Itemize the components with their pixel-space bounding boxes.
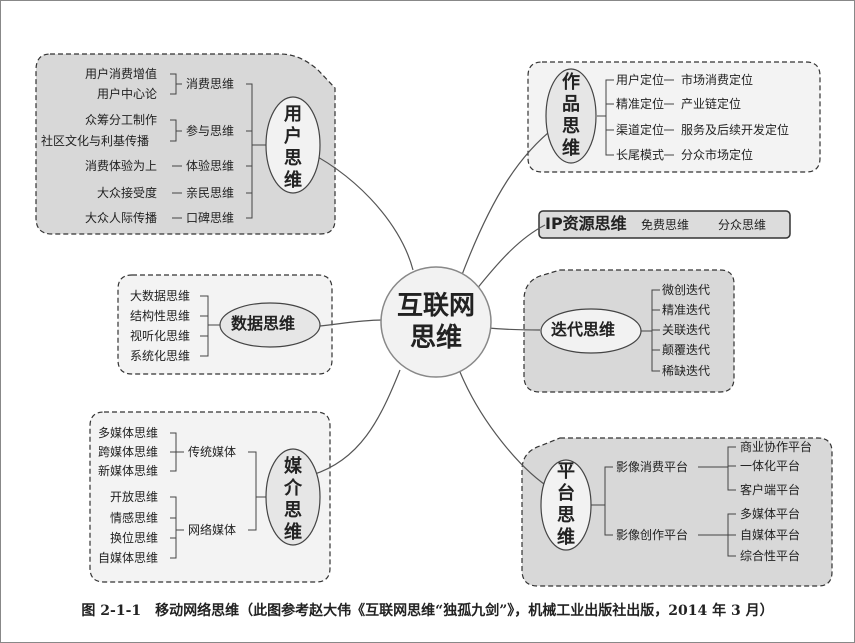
platform-consume-label: 影像消费平台: [616, 460, 689, 474]
user-participate-item-1: 众筹分工制作: [85, 113, 158, 127]
data-item-4: 系统化思维: [130, 349, 191, 363]
work-row-3-right: 服务及后续开发定位: [681, 123, 790, 137]
center-line1: 互联网: [396, 291, 475, 321]
user-thinking-title: 用户思维: [284, 104, 302, 191]
center-circle: [380, 266, 492, 378]
data-item-3: 视听化思维: [130, 329, 191, 343]
iteration-item-5: 稀缺迭代: [662, 364, 711, 378]
user-participate-label: 参与思维: [186, 124, 235, 138]
platform-create-item-3: 综合性平台: [740, 549, 801, 563]
user-affinity-label: 亲民思维: [186, 186, 235, 200]
user-wom-label: 口碑思维: [186, 211, 235, 225]
media-trad-item-1: 多媒体思维: [98, 426, 159, 440]
media-trad-item-2: 跨媒体思维: [98, 445, 159, 459]
ip-item-2: 分众思维: [718, 218, 767, 232]
platform-region: [521, 437, 833, 587]
user-consume-item-1: 用户消费增值: [85, 67, 158, 81]
work-thinking-title: 作品思维: [562, 72, 580, 159]
work-thinking-ellipse: [545, 68, 597, 164]
figure-caption: 图 2-1-1 移动网络思维（此图参考赵大伟《互联网思维“独孤九剑”》，机械工业…: [81, 603, 774, 619]
user-thinking-region: [35, 53, 336, 235]
media-net-item-2: 情感思维: [110, 511, 159, 525]
data-item-2: 结构性思维: [130, 309, 191, 323]
work-row-2-left: 精准定位: [616, 97, 665, 111]
iteration-item-1: 微创迭代: [662, 283, 711, 297]
iteration-title: 迭代思维: [551, 320, 616, 339]
user-experience-item: 消费体验为上: [85, 159, 158, 173]
media-net-item-3: 换位思维: [110, 531, 159, 545]
work-row-3-left: 渠道定位: [616, 123, 665, 137]
platform-create-label: 影像创作平台: [616, 528, 689, 542]
user-consume-label: 消费思维: [186, 77, 235, 91]
media-net-item-1: 开放思维: [110, 490, 159, 504]
media-net-item-4: 自媒体思维: [98, 551, 159, 565]
work-row-4-right: 分众市场定位: [681, 148, 754, 162]
platform-create-item-2: 自媒体平台: [740, 528, 801, 542]
user-affinity-item: 大众接受度: [97, 186, 158, 200]
platform-consume-item-2: 一体化平台: [740, 459, 801, 473]
media-trad-item-3: 新媒体思维: [98, 464, 159, 478]
platform-create-item-1: 多媒体平台: [740, 507, 801, 521]
platform-thinking-title: 平台思维: [557, 461, 575, 548]
user-experience-label: 体验思维: [186, 159, 235, 173]
work-row-1-left: 用户定位: [616, 73, 665, 87]
data-item-1: 大数据思维: [130, 289, 191, 303]
media-thinking-title: 媒介思维: [284, 456, 302, 543]
user-consume-item-2: 用户中心论: [97, 87, 158, 101]
media-net-label: 网络媒体: [188, 523, 237, 537]
iteration-item-3: 关联迭代: [662, 323, 711, 337]
media-trad-label: 传统媒体: [188, 445, 237, 459]
platform-consume-item-3: 客户端平台: [740, 483, 801, 497]
center-line2: 思维: [409, 323, 462, 353]
work-row-1-right: 市场消费定位: [681, 73, 754, 87]
user-wom-item: 大众人际传播: [85, 211, 158, 225]
work-row-2-right: 产业链定位: [681, 97, 742, 111]
media-thinking-region: [89, 411, 331, 583]
ip-thinking-title: IP资源思维: [545, 214, 627, 233]
user-participate-item-2: 社区文化与利基传播: [41, 134, 150, 148]
ip-item-1: 免费思维: [641, 218, 690, 232]
center-node: 互联网 思维: [381, 268, 491, 378]
data-thinking-title: 数据思维: [231, 314, 296, 333]
work-row-4-left: 长尾模式: [616, 148, 665, 162]
work-thinking-region: [527, 61, 821, 173]
iteration-item-4: 颠覆迭代: [662, 343, 711, 357]
platform-consume-item-1: 商业协作平台: [740, 440, 813, 454]
ip-thinking-box: [538, 210, 791, 239]
iteration-item-2: 精准迭代: [662, 303, 711, 317]
